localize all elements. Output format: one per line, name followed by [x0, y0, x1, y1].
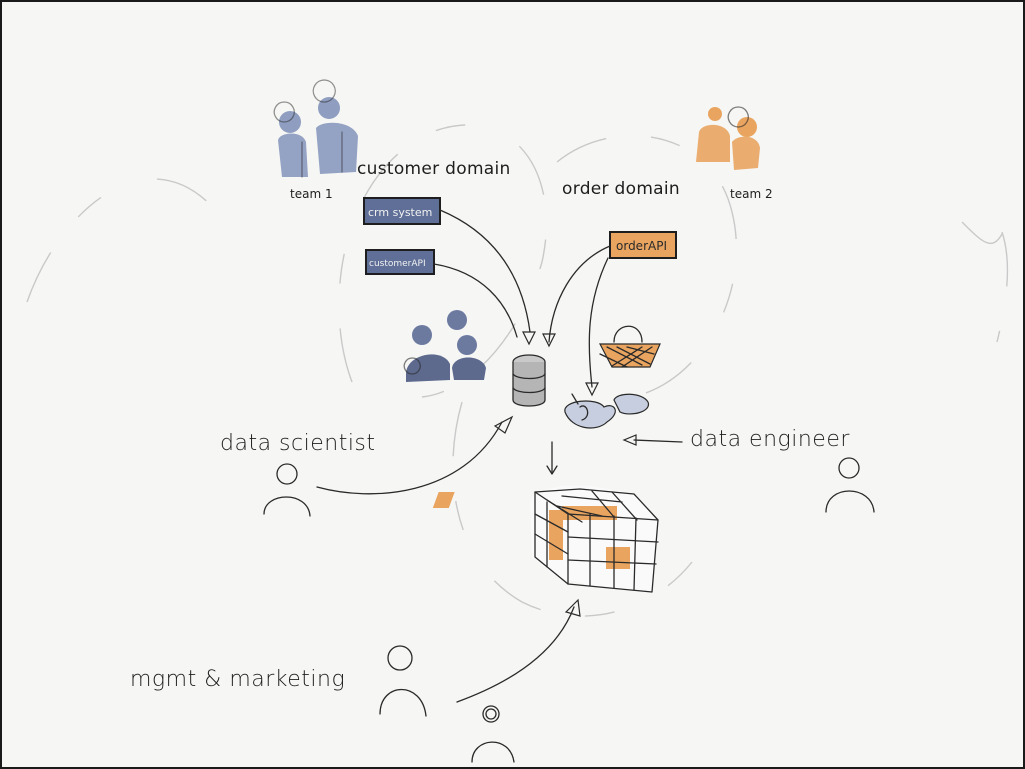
data-engineer-label: data engineer	[690, 427, 850, 452]
olap-cube-icon	[432, 486, 659, 593]
engineer-to-lake-arrow	[622, 434, 683, 446]
order-api-label: orderAPI	[616, 239, 667, 253]
mgmt-marketing-label: mgmt & marketing	[130, 667, 345, 692]
team-2-icon	[696, 106, 760, 170]
crm-system-box[interactable]: crm system	[363, 197, 441, 225]
customer-domain-label: customer domain	[357, 159, 511, 179]
basket-icon	[599, 325, 661, 368]
platform-boundary	[452, 401, 693, 617]
customers-icon	[403, 310, 486, 382]
order-domain-boundary	[556, 135, 738, 398]
data-scientist-label: data scientist	[220, 431, 376, 456]
scientist-to-db-arrow	[316, 415, 514, 495]
team-1-icon	[273, 79, 358, 178]
domain-boundaries	[26, 124, 1009, 617]
team-1-label: team 1	[290, 187, 333, 201]
ingest-arrows	[433, 209, 611, 397]
database-icon	[512, 354, 546, 407]
data-lake-icon	[564, 393, 649, 429]
order-api-box[interactable]: orderAPI	[609, 231, 677, 259]
outer-boundary	[26, 178, 1009, 343]
data-scientist-person-icon	[263, 463, 311, 517]
crm-system-label: crm system	[368, 206, 432, 219]
lake-ingest-tick	[571, 393, 579, 405]
cube-arrow	[546, 441, 558, 475]
customer-api-box[interactable]: customerAPI	[365, 249, 435, 275]
order-domain-label: order domain	[562, 179, 680, 199]
team-2-label: team 2	[730, 187, 773, 201]
data-engineer-person-icon	[825, 457, 875, 513]
mgmt-to-cube-arrow	[456, 598, 581, 703]
mgmt-person-icon	[379, 645, 427, 717]
marketing-person-icon	[471, 705, 515, 763]
customer-api-label: customerAPI	[369, 259, 426, 269]
customer-domain-boundary	[338, 124, 547, 398]
